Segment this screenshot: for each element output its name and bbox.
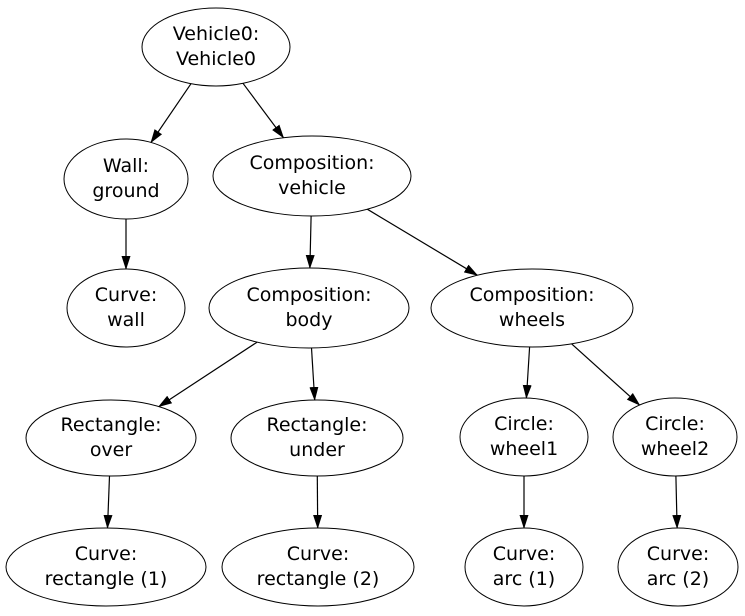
node-label-line2: wheel2	[641, 438, 709, 460]
node-ellipse	[212, 135, 412, 217]
node-label-line2: arc (1)	[493, 568, 555, 590]
node-ellipse	[66, 268, 186, 348]
node-label-line1: Wall:	[103, 155, 149, 177]
node-label-line1: Curve:	[75, 543, 137, 565]
node-label-line1: Vehicle0:	[173, 23, 259, 45]
node-label-line2: vehicle	[278, 177, 346, 199]
node-label-line1: Curve:	[287, 543, 349, 565]
node-ellipse	[430, 268, 634, 348]
node-curve_arc1: Curve: arc (1)	[464, 527, 584, 607]
node-ellipse	[617, 527, 739, 607]
node-label-line2: wall	[107, 309, 145, 331]
node-wall_ground: Wall: ground	[63, 138, 189, 220]
node-rect_under: Rectangle: under	[230, 399, 404, 477]
edge-vehicle0-comp_vehicle	[242, 82, 285, 139]
node-curve_rect2: Curve: rectangle (2)	[221, 527, 415, 607]
node-label-line2: wheel1	[490, 438, 558, 460]
node-rect_over: Rectangle: over	[25, 399, 197, 477]
node-label-line2: wheels	[499, 309, 565, 331]
node-ellipse	[464, 527, 584, 607]
node-label-line1: Curve:	[493, 543, 555, 565]
edge-comp_body-rect_over	[157, 341, 258, 408]
node-circle_wheel1: Circle: wheel1	[459, 397, 589, 477]
node-label-line1: Curve:	[647, 543, 709, 565]
edge-circle_wheel2-curve_arc2	[672, 475, 682, 529]
node-label-line2: rectangle (1)	[45, 568, 168, 590]
edge-rect_over-curve_rect1	[103, 475, 113, 529]
node-label-line2: ground	[92, 180, 159, 202]
edge-comp_wheels-circle_wheel2	[571, 343, 641, 406]
node-curve_rect1: Curve: rectangle (1)	[5, 527, 207, 607]
node-label-line1: Circle:	[494, 413, 554, 435]
node-comp_wheels: Composition: wheels	[430, 268, 634, 348]
nodes-layer: Vehicle0:Vehicle0Wall:groundComposition:…	[5, 7, 739, 607]
node-comp_body: Composition: body	[208, 267, 410, 349]
node-ellipse	[612, 397, 738, 477]
node-label-line1: Curve:	[95, 284, 157, 306]
node-ellipse	[63, 138, 189, 220]
node-curve_arc2: Curve: arc (2)	[617, 527, 739, 607]
node-label-line2: under	[289, 439, 345, 461]
node-ellipse	[230, 399, 404, 477]
node-ellipse	[141, 7, 291, 87]
node-ellipse	[221, 527, 415, 607]
node-label-line2: body	[286, 309, 333, 331]
node-label-line2: rectangle (2)	[257, 568, 380, 590]
node-label-line1: Circle:	[645, 413, 705, 435]
node-label-line2: Vehicle0	[176, 48, 256, 70]
node-ellipse	[25, 399, 197, 477]
node-ellipse	[5, 527, 207, 607]
node-ellipse	[208, 267, 410, 349]
node-comp_vehicle: Composition: vehicle	[212, 135, 412, 217]
node-ellipse	[459, 397, 589, 477]
node-label-line1: Rectangle:	[60, 414, 161, 436]
edge-comp_vehicle-comp_wheels	[366, 208, 479, 276]
node-label-line2: over	[90, 439, 133, 461]
node-curve_wall: Curve: wall	[66, 268, 186, 348]
edge-comp_body-rect_under	[309, 347, 319, 401]
node-label-line1: Rectangle:	[266, 414, 367, 436]
node-circle_wheel2: Circle: wheel2	[612, 397, 738, 477]
node-vehicle0: Vehicle0: Vehicle0	[141, 7, 291, 87]
edges-layer	[103, 82, 682, 529]
node-label-line1: Composition:	[469, 284, 594, 306]
node-label-line2: arc (2)	[647, 568, 709, 590]
node-label-line1: Composition:	[246, 284, 371, 306]
edge-comp_wheels-circle_wheel1	[522, 346, 532, 399]
node-label-line1: Composition:	[249, 152, 374, 174]
edge-comp_vehicle-comp_body	[305, 215, 315, 269]
edge-vehicle0-wall_ground	[150, 83, 192, 144]
